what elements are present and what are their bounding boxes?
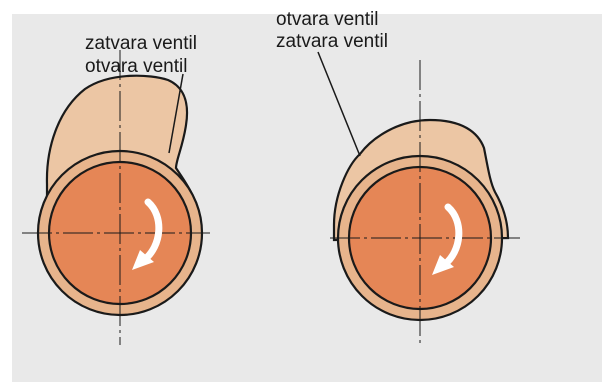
cam-right (317, 51, 520, 345)
cam-left (22, 50, 210, 345)
cam-right-label-closes-valve: zatvara ventil (276, 31, 388, 52)
label-leader-line-left (168, 73, 184, 154)
curved-arrow-down-icon (132, 198, 163, 270)
curved-arrow-down-icon (432, 203, 463, 275)
cam-right-label-opens-valve: otvara ventil (276, 9, 379, 30)
label-leader-line-right (317, 51, 361, 157)
cam-left-label-closes-valve: zatvara ventil (85, 33, 197, 54)
cam-left-label-opens-valve: otvara ventil (85, 56, 188, 77)
